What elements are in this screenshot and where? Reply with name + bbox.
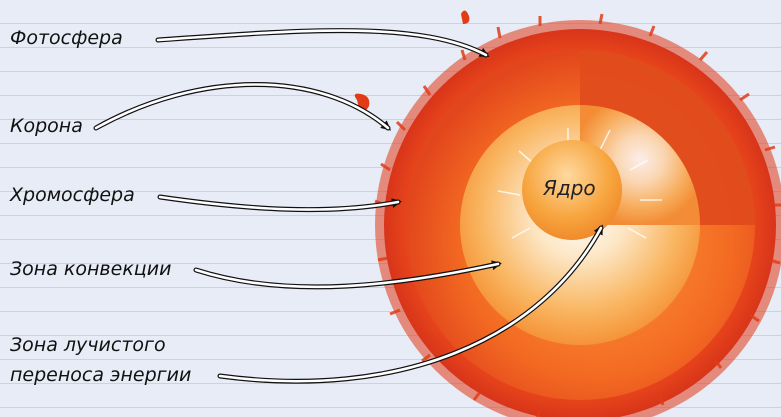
arrow-photosphere xyxy=(158,31,486,55)
label-convection-zone: Зона конвекции xyxy=(10,257,171,281)
label-radiative-zone-line2: переноса энергии xyxy=(10,363,191,387)
sun-cutaway xyxy=(405,50,755,400)
label-radiative-zone-line1: Зона лучистого xyxy=(10,333,166,357)
label-corona: Корона xyxy=(10,114,83,138)
label-chromosphere: Хромосфера xyxy=(10,183,135,207)
label-photosphere: Фотосфера xyxy=(10,26,123,50)
prominence-top xyxy=(461,10,469,24)
label-core: Ядро xyxy=(543,176,596,200)
